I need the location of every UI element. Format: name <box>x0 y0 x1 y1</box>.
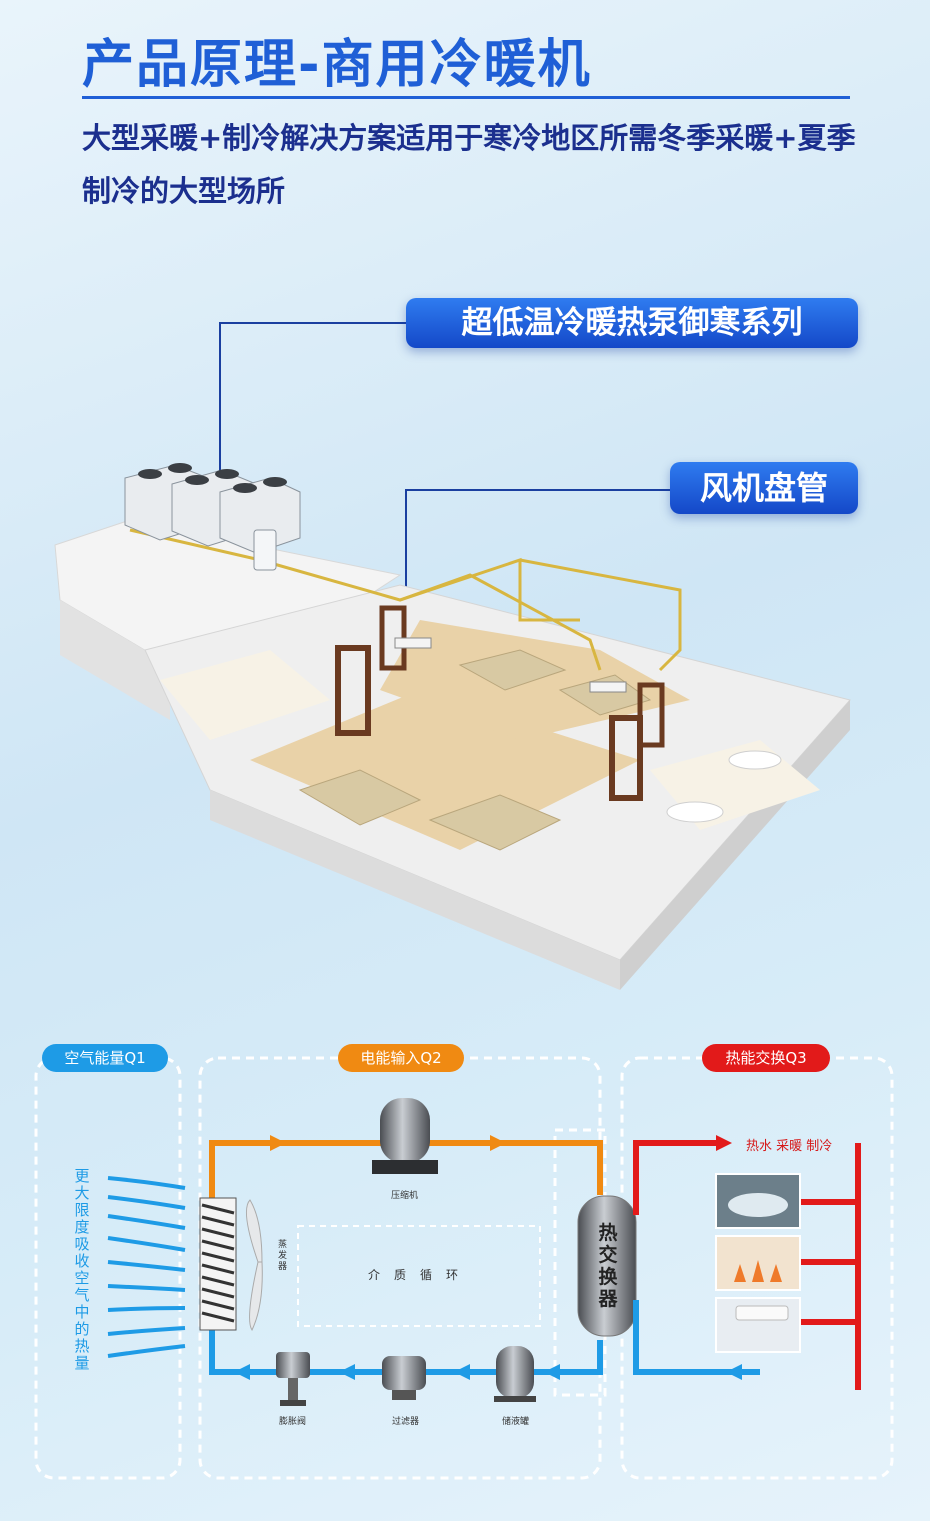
receiver-label: 储液罐 <box>502 1417 530 1427</box>
title-underline <box>82 96 850 99</box>
fan-icon <box>245 1199 263 1331</box>
bathtub-2 <box>728 750 782 770</box>
water-tank <box>253 529 277 571</box>
heat-exchanger-label: 热交换器 <box>598 1222 618 1310</box>
fancoil-leader-line <box>405 489 670 620</box>
bed-4 <box>558 674 652 716</box>
compressor-base <box>372 1160 438 1174</box>
compressor-label: 压缩机 <box>391 1191 419 1201</box>
pipe-branch-1 <box>399 573 602 671</box>
bed-1 <box>298 769 422 826</box>
hot-output-line <box>633 1140 716 1215</box>
blue-arrow-4 <box>234 1364 250 1380</box>
orange-arrow-1 <box>270 1135 286 1151</box>
page-title: 产品原理-商用冷暖机 <box>82 35 592 95</box>
thumbnail-air-conditioner <box>715 1297 801 1353</box>
red-arrow <box>716 1135 732 1151</box>
filter-label: 过滤器 <box>392 1417 420 1427</box>
pipe-branch-2 <box>519 558 682 672</box>
medium-loop-label: 介质循环 <box>367 1268 472 1282</box>
air-flow-arrows <box>107 1176 186 1358</box>
page-subtitle: 大型采暖+制冷解决方案适用于寒冷地区所需冬季采暖+夏季制冷的大型场所 <box>82 121 856 208</box>
fan-coil-unit-1 <box>394 637 432 649</box>
blue-arrow-2 <box>454 1364 470 1380</box>
slab-front <box>210 790 620 990</box>
unit-leader-line <box>219 322 406 520</box>
coil-turns <box>201 1203 235 1323</box>
thumbnail-floor-heating <box>715 1235 801 1291</box>
thumbnail-bathtub <box>715 1173 801 1229</box>
expansion-valve-label: 膨胀阀 <box>279 1417 307 1427</box>
blue-arrow-3 <box>339 1364 355 1380</box>
evaporator-label: 蒸发器 <box>278 1240 288 1272</box>
bathtub-1 <box>666 801 724 823</box>
door-frame-2 <box>609 715 643 801</box>
receiver-icon <box>494 1346 536 1402</box>
bathroom-floor-1 <box>160 650 330 740</box>
orange-arrow-2 <box>490 1135 506 1151</box>
fan-coil-callout: 风机盘管 <box>670 462 858 514</box>
unit-callout: 超低温冷暖热泵御寒系列 <box>406 298 858 348</box>
heat-exchange-tag: 热能交换Q3 <box>702 1044 830 1072</box>
electric-input-tag: 电能输入Q2 <box>338 1044 464 1072</box>
bed-2 <box>428 794 562 851</box>
door-frame-1 <box>335 645 371 736</box>
fan-coil-unit-2 <box>589 681 627 693</box>
air-energy-tag: 空气能量Q1 <box>42 1044 168 1072</box>
heat-exchanger-icon <box>577 1195 637 1337</box>
return-arrow <box>726 1364 742 1380</box>
heat-pump-unit-3 <box>219 477 301 554</box>
bed-3 <box>458 649 567 691</box>
output-label: 热水 采暖 制冷 <box>746 1139 833 1154</box>
expansion-valve-icon <box>276 1352 310 1406</box>
air-absorb-text: 更大限度吸收空气中的热量 <box>74 1167 90 1372</box>
roof-block-side <box>60 600 170 720</box>
door-frame-4 <box>637 682 665 748</box>
compressor-icon <box>380 1098 430 1163</box>
filter-icon <box>382 1356 426 1400</box>
blue-arrow-1 <box>544 1364 560 1380</box>
return-line <box>633 1300 760 1375</box>
medium-loop-frame <box>297 1225 541 1327</box>
